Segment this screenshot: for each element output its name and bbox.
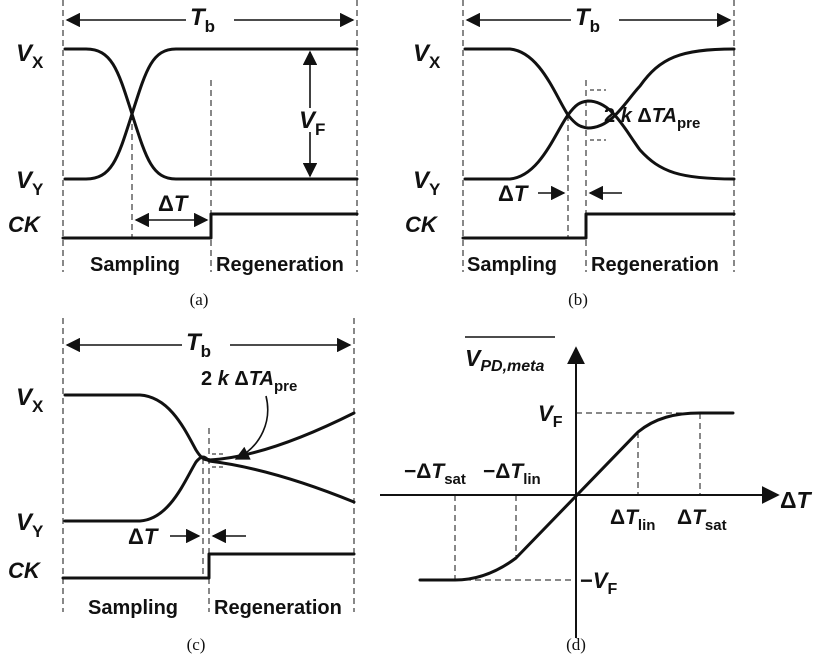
lin-label: ΔTlin (610, 506, 655, 534)
transfer-curve (418, 411, 735, 582)
vy-label: VY (16, 509, 44, 541)
tb-label-backdrop (186, 2, 234, 36)
neg-sat-label: −ΔTsat (404, 460, 466, 488)
vf-pos-label: VF (538, 401, 563, 431)
delta-t-label: ΔT (128, 524, 159, 549)
y-axis-label: VPD,meta (465, 345, 544, 375)
vf-label: VF (299, 107, 325, 139)
ck-label: CK (8, 558, 42, 583)
neg-lin-label: −ΔTlin (483, 460, 541, 488)
ck-label: CK (405, 212, 439, 237)
panel-c: Tb VX VY 2 k ΔTApre CK ΔT Sampling Regen… (8, 318, 356, 654)
sampling-label: Sampling (90, 254, 180, 276)
panel-d: VPD,meta ΔT VF −VF −ΔTsat −ΔTlin ΔTlin Δ… (380, 336, 813, 654)
regeneration-label: Regeneration (214, 597, 342, 619)
ck-waveform (461, 212, 736, 240)
delta-t-label: ΔT (158, 191, 189, 216)
caption-b: (b) (568, 290, 588, 309)
x-axis-label: ΔT (780, 487, 813, 513)
vy-waveform (63, 455, 356, 523)
vx-label: VX (413, 40, 441, 72)
tb-label-backdrop (182, 327, 230, 361)
tb-label: Tb (186, 329, 211, 361)
caption-a: (a) (190, 290, 209, 309)
panel-a: Tb VX VY VF CK ΔT Sampling Regeneration … (8, 0, 359, 309)
vy-waveform (463, 99, 736, 181)
panel-b: Tb VX VY 2 k ΔTApre CK ΔT Sampling Regen… (405, 0, 736, 309)
delta-t-label: ΔT (498, 181, 529, 206)
tb-label: Tb (190, 4, 215, 36)
sampling-label: Sampling (467, 254, 557, 276)
vx-label: VX (16, 40, 44, 72)
ck-waveform (61, 212, 359, 240)
ck-label: CK (8, 212, 42, 237)
tb-label: Tb (575, 4, 600, 36)
caption-c: (c) (187, 635, 206, 654)
caption-d: (d) (566, 635, 586, 654)
ck-waveform (61, 552, 356, 580)
amp-label: 2 k ΔTApre (604, 105, 700, 132)
vy-label: VY (16, 167, 44, 199)
sat-label: ΔTsat (677, 506, 727, 534)
amp-label: 2 k ΔTApre (201, 368, 297, 395)
vf-neg-label: −VF (580, 568, 618, 598)
tb-label-backdrop (571, 2, 619, 36)
vx-waveform (463, 47, 736, 130)
vx-label: VX (16, 384, 44, 416)
regeneration-label: Regeneration (216, 254, 344, 276)
sampling-label: Sampling (88, 597, 178, 619)
vy-label: VY (413, 167, 441, 199)
regeneration-label: Regeneration (591, 254, 719, 276)
amp-pointer-arrow (234, 395, 269, 460)
vx-waveform (63, 393, 356, 462)
